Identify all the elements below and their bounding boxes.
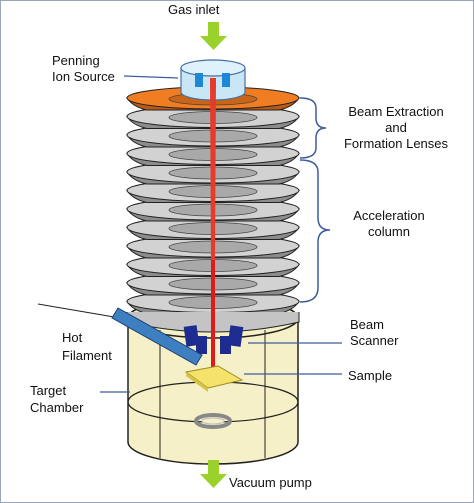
vacuum-pump-label: Vacuum pump [229,475,312,490]
gas-inlet-label: Gas inlet [168,2,220,17]
vacuum-pump-arrow [200,460,227,488]
leader-lines [100,75,342,393]
target-chamber-label-line2: Chamber [30,400,84,415]
target-chamber-label-line1: Target [30,383,67,398]
sample [184,365,244,392]
penning-label-line2: Ion Source [52,69,115,84]
beam-scanner-label-line2: Scanner [350,333,399,348]
acceleration-label-line2: column [368,224,410,239]
ion-beam [210,78,216,368]
gas-inlet-arrow [200,22,227,50]
sample-label: Sample [348,368,393,383]
hot-filament-label-line1: Hot [62,330,83,345]
sample-stage-ring [194,413,232,429]
beam-scanner [183,325,244,354]
beam-scanner-label-line1: Beam [350,317,384,332]
braces [299,97,331,303]
beam-extraction-label-line3: Formation Lenses [343,136,449,151]
acceleration-label-line1: Acceleration [353,208,425,223]
beam-extraction-label-line2: and [385,120,407,135]
hot-filament-label-line2: Filament [62,348,112,363]
penning-label-line1: Penning [52,53,100,68]
hot-filament [37,303,203,366]
beam-extraction-label-line1: Beam Extraction [348,104,444,119]
